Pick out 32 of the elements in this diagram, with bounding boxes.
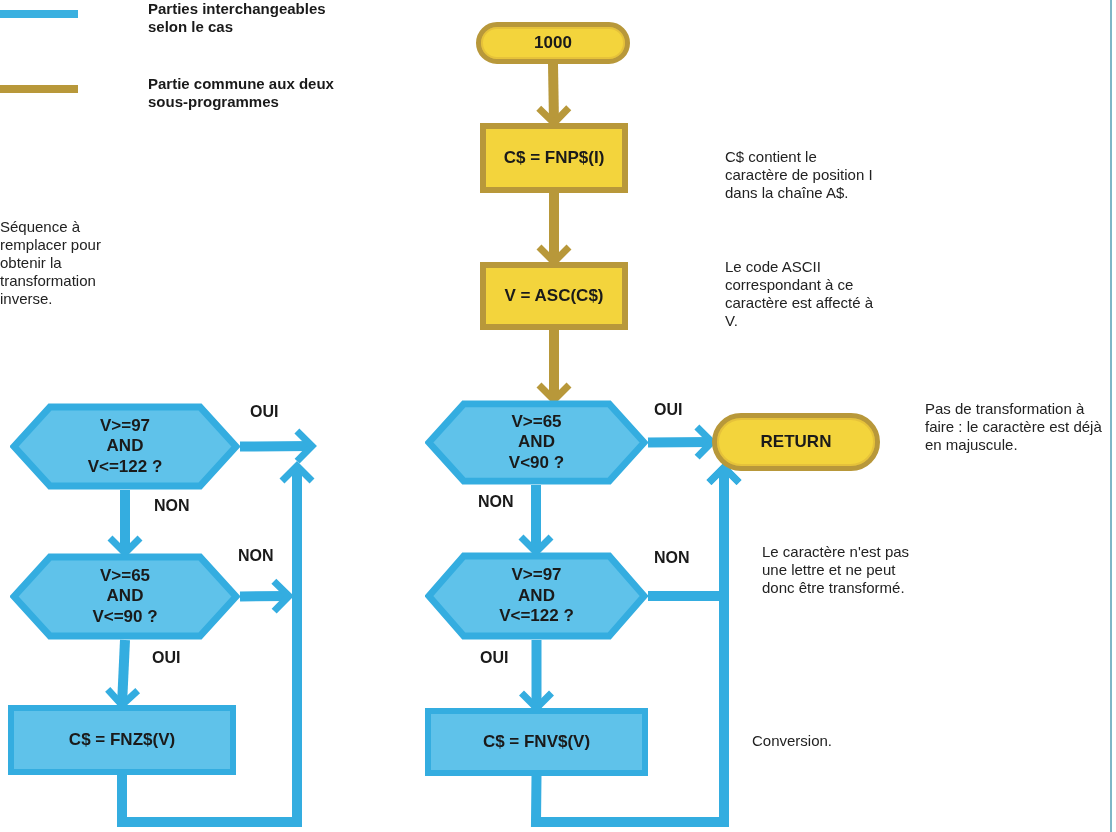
decision-hexagon — [10, 403, 240, 490]
legend-text: Partie commune aux deux sous-programmes — [148, 75, 335, 111]
node-text: C$ = FNZ$(V) — [68, 729, 176, 751]
node-text: C$ = FNV$(V) — [482, 731, 591, 753]
decision-hexagon — [10, 553, 240, 640]
note-text: Séquence à remplacer pour obtenir la transformation inverse. — [0, 218, 102, 308]
arrow — [239, 427, 316, 465]
condition-text: V>=65 AND V<=90 ? — [91, 565, 159, 628]
terminal-pill — [712, 413, 880, 471]
process-box — [480, 123, 628, 193]
decision-hexagon — [425, 552, 648, 640]
arrow — [117, 462, 316, 827]
terminal-pill — [476, 22, 630, 64]
condition-text: V>=65 AND V<90 ? — [507, 411, 566, 474]
node-text: 1000 — [534, 32, 572, 54]
node-text: C$ = FNP$(I) — [503, 147, 605, 169]
node-text: V = ASC(C$) — [504, 285, 604, 307]
note-text: C$ contient le caractère de position I dans la chaîne A$. — [725, 148, 874, 202]
legend-text: Parties interchangeables selon le cas — [148, 0, 327, 36]
node-text: RETURN — [760, 431, 832, 453]
condition-text: V>=97 AND V<=122 ? — [86, 415, 164, 478]
decision-hexagon — [425, 400, 648, 485]
process-box — [480, 262, 628, 330]
condition-text: V>=97 AND V<=122 ? — [498, 565, 575, 627]
arrow — [239, 577, 293, 615]
note-text: Le caractère n'est pas une lettre et ne peut donc être transformé. — [762, 543, 911, 597]
process-box — [8, 705, 236, 775]
note-text: Le code ASCII correspondant à ce caractère est affecté à V. — [725, 258, 875, 330]
annotation-text: Pas de transformation à faire : le caractère est déjà en majuscule. — [925, 400, 1103, 454]
note-text: Conversion. — [752, 732, 834, 750]
process-box — [425, 708, 648, 776]
arrow — [530, 464, 743, 827]
